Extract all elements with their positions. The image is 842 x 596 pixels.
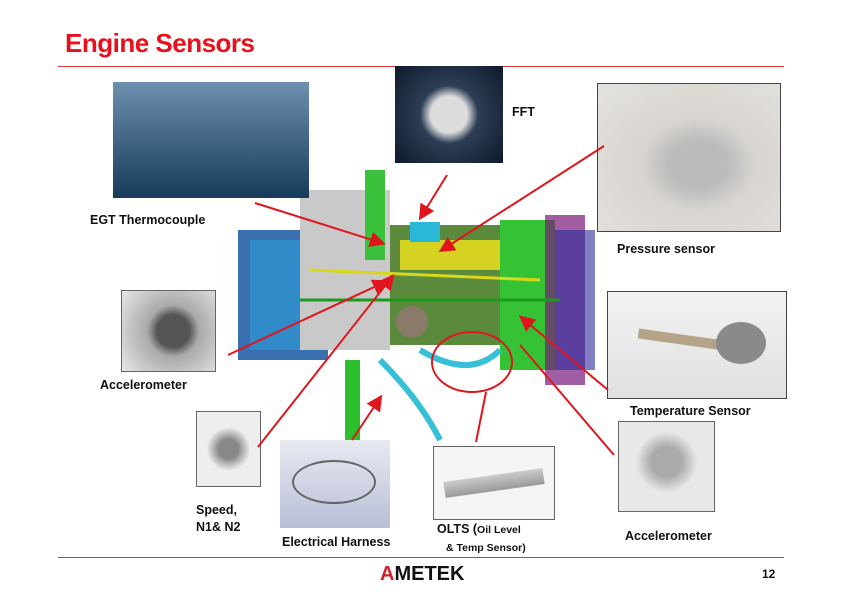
temperature-sensor-photo xyxy=(607,291,787,399)
logo-text: METEK xyxy=(394,563,465,585)
arrow-accel-right xyxy=(519,344,615,456)
label-fft: FFT xyxy=(512,105,535,119)
label-speed-line1: Speed, xyxy=(196,503,237,517)
label-accelerometer-left: Accelerometer xyxy=(100,378,187,392)
olts-photo xyxy=(433,446,555,520)
olts-highlight-circle xyxy=(431,331,513,393)
accelerometer-left-photo xyxy=(121,290,216,372)
logo-letter-a: A xyxy=(380,563,395,585)
arrow-harness xyxy=(351,394,383,441)
label-accelerometer-right: Accelerometer xyxy=(625,529,712,543)
page-number: 12 xyxy=(762,567,776,581)
electrical-harness-photo xyxy=(280,440,390,528)
footer-divider xyxy=(58,557,784,558)
label-electrical-harness: Electrical Harness xyxy=(282,535,391,549)
label-speed-line2: N1& N2 xyxy=(196,520,241,534)
ametek-logo: AMETEK xyxy=(380,563,464,586)
label-olts: OLTS (Oil Level & Temp Sensor) xyxy=(437,521,526,557)
label-pressure-sensor: Pressure sensor xyxy=(617,242,715,256)
slide-title: Engine Sensors xyxy=(65,28,255,58)
arrow-speed xyxy=(257,273,395,448)
label-olts-sub1: Oil Level xyxy=(477,524,521,536)
arrow-olts xyxy=(475,391,487,443)
pressure-sensor-photo xyxy=(597,83,781,232)
arrow-egt xyxy=(254,202,386,248)
arrow-accel-left xyxy=(227,279,389,356)
fft-photo xyxy=(395,66,503,163)
label-olts-main: OLTS ( xyxy=(437,522,478,536)
egt-thermocouple-photo xyxy=(113,82,309,198)
label-egt-thermocouple: EGT Thermocouple xyxy=(90,213,206,227)
label-speed: Speed, N1& N2 xyxy=(196,502,240,536)
speed-sensor-photo xyxy=(196,411,261,487)
arrow-temperature xyxy=(518,315,609,391)
accelerometer-right-photo xyxy=(618,421,715,512)
label-olts-sub2: & Temp Sensor) xyxy=(446,542,526,554)
arrow-pressure xyxy=(438,145,605,253)
label-temperature-sensor: Temperature Sensor xyxy=(630,404,751,418)
arrow-fft xyxy=(418,174,448,221)
